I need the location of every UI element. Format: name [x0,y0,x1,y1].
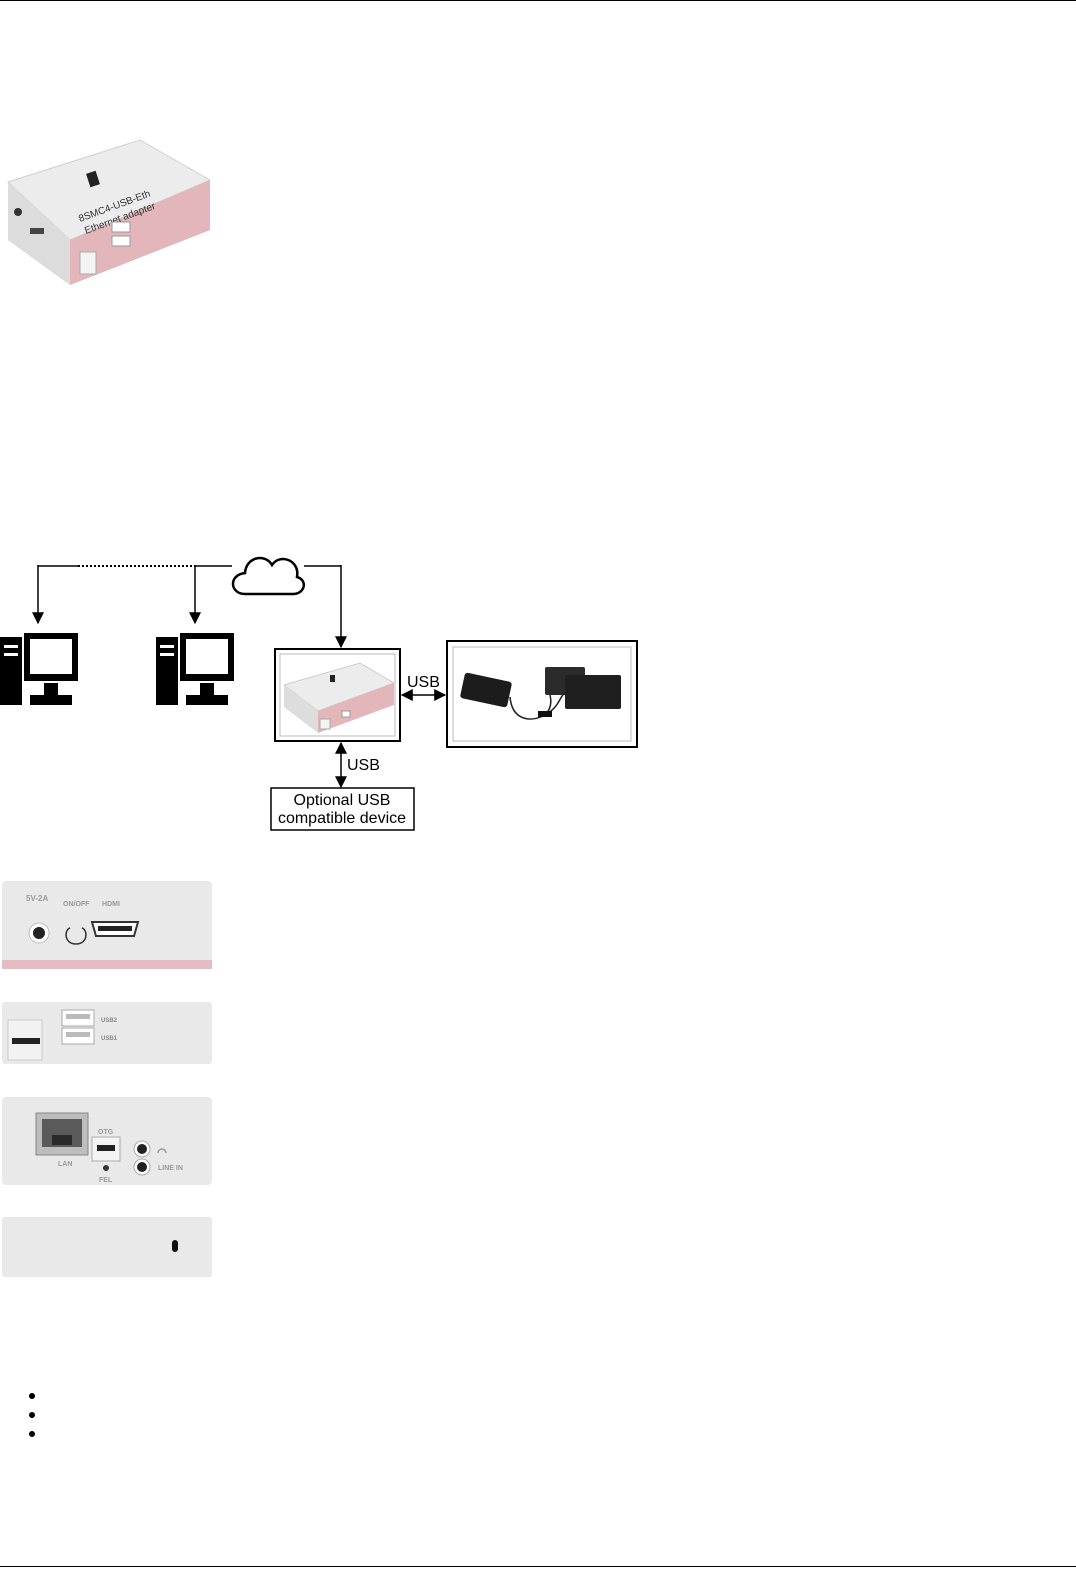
front-hdmi-label: HDMI [102,901,120,908]
rear-panel-photo: LAN OTG FEL LINE IN [2,1097,212,1185]
adapter-thumbnail [282,662,396,733]
front-power-label: 5V-2A [26,894,48,903]
front-onoff-label: ON/OFF [63,901,90,908]
computer-icon [0,633,78,705]
optional-box-line2: compatible device [278,810,406,827]
network-diagram: USB USB Optional USB compatible device [0,556,638,831]
cloud-icon [231,556,305,596]
rear-linein-label: LINE IN [158,1165,183,1172]
rear-fel-label: FEL [99,1177,113,1184]
top-rule [0,0,1076,1]
list-item [29,1431,35,1437]
side-usb2-label: USB2 [101,1018,118,1024]
optional-device-box [270,787,415,831]
front-panel-photo: 5V-2A ON/OFF HDMI [2,881,212,969]
optional-box-line1: Optional USB [294,792,391,809]
side-panel-photo [2,1217,212,1277]
usb-horizontal-label: USB [407,674,440,691]
usb-vertical-label: USB [347,757,380,774]
usb-panel-photo: USB2 USB1 [2,1002,212,1064]
rear-lan-label: LAN [58,1161,72,1168]
controllers-thumbnail [460,667,621,720]
side-usb1-label: USB1 [101,1036,118,1042]
list-item [29,1412,35,1418]
computer-icon [156,633,234,705]
bottom-rule [0,1566,1076,1567]
list-item [29,1393,35,1399]
product-photo: 8SMC4-USB-Eth Ethernet adapter [7,139,212,285]
rear-otg-label: OTG [98,1129,114,1136]
